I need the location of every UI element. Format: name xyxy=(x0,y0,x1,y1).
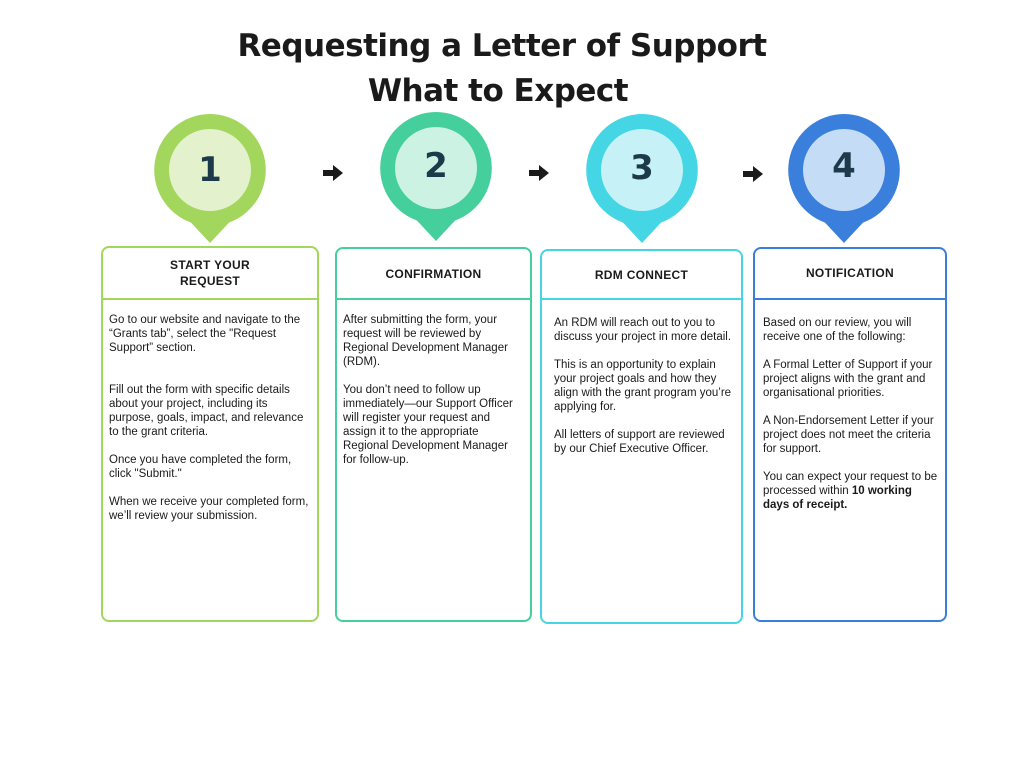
step-1-heading: START YOUR REQUEST xyxy=(103,248,317,298)
step-4-number: 4 xyxy=(832,146,856,186)
map-pin-icon xyxy=(380,112,492,241)
map-pin-icon xyxy=(154,114,266,243)
step-1-heading-line1: START YOUR xyxy=(170,258,250,272)
map-pin-icon xyxy=(586,114,698,243)
arrow-right-icon xyxy=(743,166,763,182)
step-2-pin: 2 xyxy=(378,110,494,245)
arrow-right-icon xyxy=(529,165,549,181)
step-3-pin: 3 xyxy=(584,112,700,247)
step-3-body: An RDM will reach out to you to discuss … xyxy=(554,316,735,470)
step-4-heading: NOTIFICATION xyxy=(755,249,945,297)
step-1-number: 1 xyxy=(198,150,222,190)
step-4-paragraph: A Non-Endorsement Letter if your project… xyxy=(763,415,934,455)
step-3-paragraph: All letters of support are reviewed by o… xyxy=(554,429,725,455)
step-2-number: 2 xyxy=(424,146,448,186)
step-2-card: CONFIRMATION After submitting the form, … xyxy=(335,247,532,622)
step-4-paragraph: Based on our review, you will receive on… xyxy=(763,317,912,343)
step-2-heading: CONFIRMATION xyxy=(337,249,530,299)
step-1-paragraph: Once you have completed the form, click … xyxy=(109,454,292,480)
step-4-heading-line1: NOTIFICATION xyxy=(805,266,895,280)
step-2-paragraph: You don’t need to follow up immediately—… xyxy=(343,384,513,466)
step-3-paragraph: An RDM will reach out to you to discuss … xyxy=(554,317,732,343)
step-1-body: Go to our website and navigate to the “G… xyxy=(109,313,311,537)
step-3-divider xyxy=(542,298,741,300)
step-4-card: NOTIFICATION Based on our review, you wi… xyxy=(753,247,947,622)
page-subtitle: What to Expect xyxy=(367,73,629,109)
step-4-paragraph: A Formal Letter of Support if your proje… xyxy=(763,359,933,399)
step-2-body: After submitting the form, your request … xyxy=(343,313,524,481)
page-title: Requesting a Letter of Support xyxy=(237,28,767,64)
step-4-paragraph: You can expect your request to be proces… xyxy=(763,470,939,512)
step-2-heading-line1: CONFIRMATION xyxy=(385,267,482,281)
step-3-card: RDM CONNECT An RDM will reach out to you… xyxy=(540,249,743,624)
step-4-body: Based on our review, you will receive on… xyxy=(763,316,939,526)
processing-time-bold: 10 working days of receipt. xyxy=(763,485,912,511)
step-2-divider xyxy=(337,298,530,300)
step-1-paragraph: Fill out the form with specific details … xyxy=(109,384,304,438)
step-3-number: 3 xyxy=(630,148,654,188)
step-1-pin: 1 xyxy=(152,112,268,247)
step-1-paragraph: When we receive your completed form, we’… xyxy=(109,496,309,522)
step-3-heading-line1: RDM CONNECT xyxy=(594,268,689,282)
step-1-paragraph: Go to our website and navigate to the “G… xyxy=(109,314,301,354)
map-pin-icon xyxy=(788,114,900,243)
step-4-divider xyxy=(755,298,945,300)
step-1-divider xyxy=(103,298,317,300)
step-2-paragraph: After submitting the form, your request … xyxy=(343,314,508,368)
arrow-right-icon xyxy=(323,165,343,181)
step-1-heading-line2: REQUEST xyxy=(179,274,241,288)
step-3-heading: RDM CONNECT xyxy=(542,251,741,299)
step-3-paragraph: This is an opportunity to explain your p… xyxy=(554,359,732,413)
processing-time-text: You can expect your request to be proces… xyxy=(763,471,938,497)
step-4-pin: 4 xyxy=(786,112,902,247)
step-1-card: START YOUR REQUEST Go to our website and… xyxy=(101,246,319,622)
